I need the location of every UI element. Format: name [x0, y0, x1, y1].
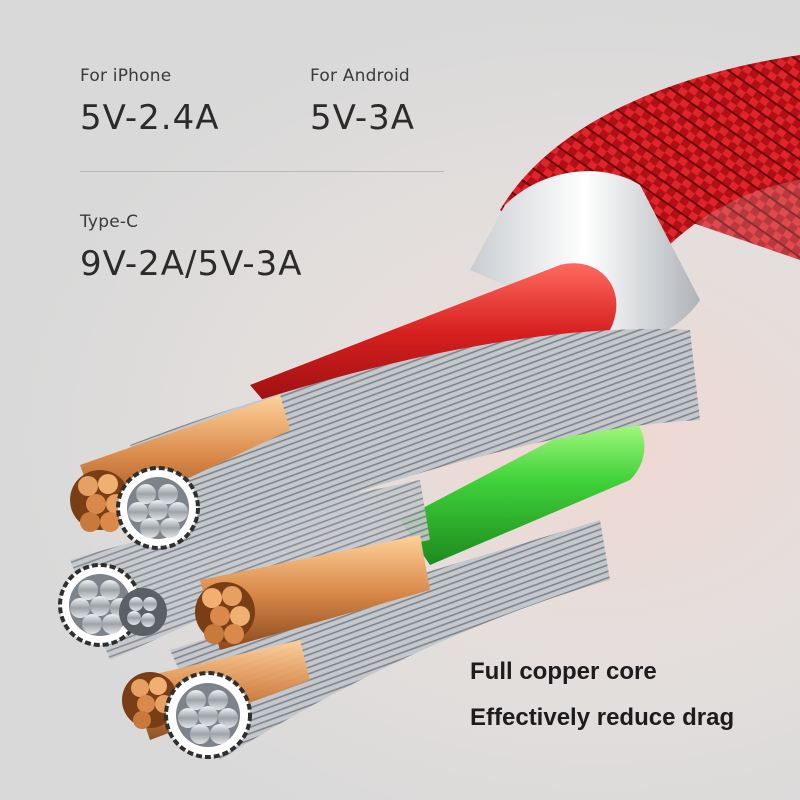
feature-reduce-drag: Effectively reduce drag — [470, 704, 735, 731]
android-value: 5V-3A — [310, 98, 416, 138]
silver-bundle-main — [130, 328, 700, 560]
green-wire — [400, 412, 645, 565]
copper-bundle-middle — [200, 535, 430, 650]
typec-value: 9V-2A/5V-3A — [80, 244, 303, 284]
copper-end-middle — [195, 582, 255, 644]
silver-end-upper — [116, 466, 200, 550]
typec-label: Type-C — [80, 212, 139, 232]
copper-end-lower — [122, 672, 178, 729]
iphone-value: 5V-2.4A — [80, 98, 220, 138]
copper-end-upper — [70, 470, 130, 532]
silver-end-left — [58, 563, 142, 647]
android-label: For Android — [310, 66, 410, 86]
feature-copper-core: Full copper core — [470, 658, 657, 685]
silver-end-lower — [164, 671, 252, 759]
sleeve — [470, 171, 700, 339]
divider — [80, 171, 444, 172]
silver-end-small — [119, 588, 167, 636]
silver-bundle-lower — [170, 520, 610, 760]
iphone-label: For iPhone — [80, 66, 172, 86]
